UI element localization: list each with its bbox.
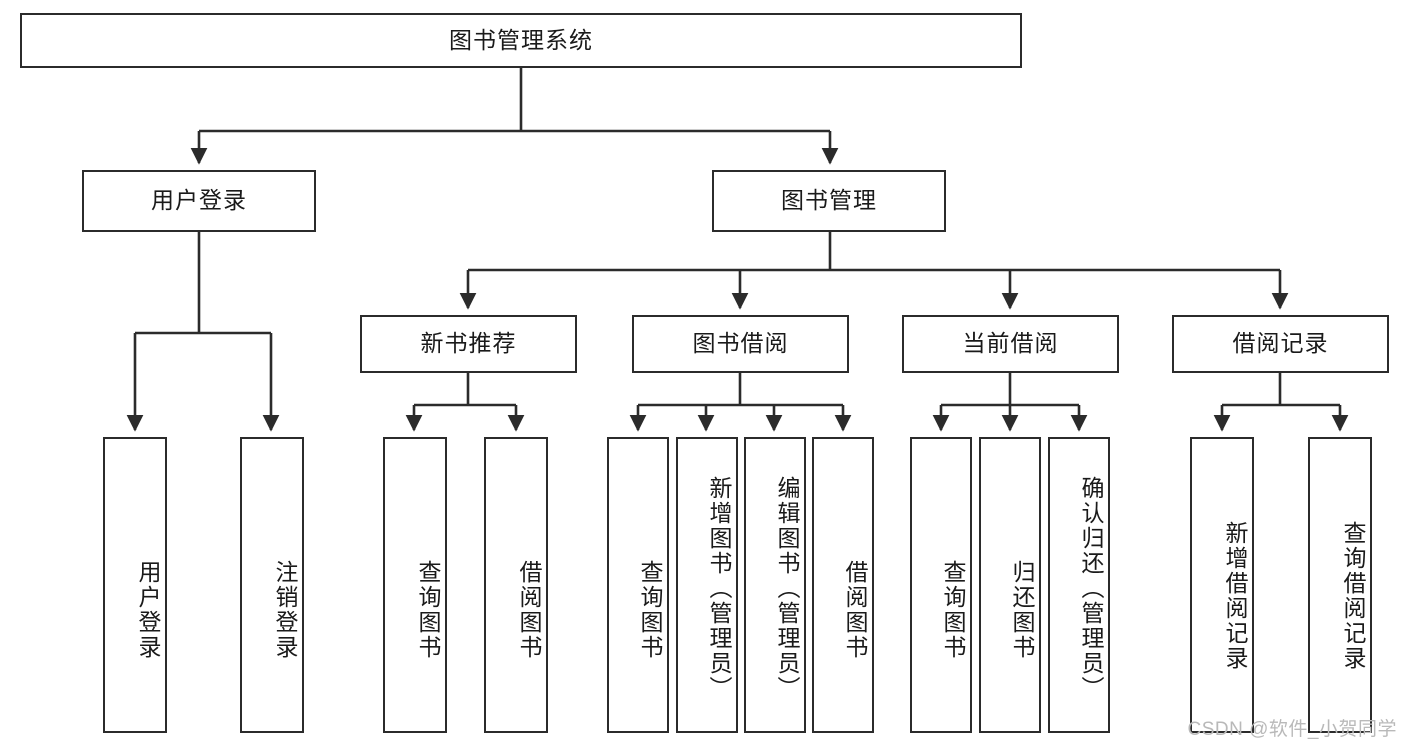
node-label: 当前借阅 xyxy=(962,330,1059,357)
node-borrow-record[interactable]: 借阅记录 xyxy=(1172,315,1389,373)
leaf-query-book-current[interactable]: 查询图书 xyxy=(910,437,972,733)
node-label: 查询图书 xyxy=(415,560,441,660)
node-label: 借阅记录 xyxy=(1232,330,1329,357)
node-label: 借阅图书 xyxy=(842,560,868,660)
leaf-edit-book-admin[interactable]: 编辑图书（管理员） xyxy=(744,437,806,733)
node-label: 查询借阅记录 xyxy=(1340,521,1366,671)
leaf-user-login[interactable]: 用户登录 xyxy=(103,437,167,733)
leaf-user-logout[interactable]: 注销登录 xyxy=(240,437,304,733)
node-label: 图书管理 xyxy=(781,187,877,214)
leaf-add-borrow-record[interactable]: 新增借阅记录 xyxy=(1190,437,1254,733)
node-label: 新增图书（管理员） xyxy=(706,475,732,701)
node-book-management[interactable]: 图书管理 xyxy=(712,170,946,232)
node-user-login[interactable]: 用户登录 xyxy=(82,170,316,232)
node-current-borrow[interactable]: 当前借阅 xyxy=(902,315,1119,373)
leaf-query-borrow-record[interactable]: 查询借阅记录 xyxy=(1308,437,1372,733)
node-label: 借阅图书 xyxy=(516,560,542,660)
node-label: 新书推荐 xyxy=(420,330,517,357)
leaf-add-book-admin[interactable]: 新增图书（管理员） xyxy=(676,437,738,733)
node-label: 用户登录 xyxy=(151,187,247,214)
node-label: 新增借阅记录 xyxy=(1222,521,1248,671)
node-label: 图书借阅 xyxy=(692,330,789,357)
node-label: 编辑图书（管理员） xyxy=(774,475,800,701)
node-book-borrow[interactable]: 图书借阅 xyxy=(632,315,849,373)
leaf-borrow-book-recommend[interactable]: 借阅图书 xyxy=(484,437,548,733)
node-label: 注销登录 xyxy=(272,560,298,660)
leaf-query-book-recommend[interactable]: 查询图书 xyxy=(383,437,447,733)
node-label: 确认归还（管理员） xyxy=(1078,475,1104,701)
leaf-borrow-book[interactable]: 借阅图书 xyxy=(812,437,874,733)
node-root-book-management-system[interactable]: 图书管理系统 xyxy=(20,13,1022,68)
leaf-query-book-borrow[interactable]: 查询图书 xyxy=(607,437,669,733)
node-label: 用户登录 xyxy=(135,560,161,660)
node-label: 查询图书 xyxy=(940,560,966,660)
csdn-watermark: CSDN @软件_小贺同学 xyxy=(1187,719,1397,740)
node-label: 归还图书 xyxy=(1009,560,1035,660)
leaf-confirm-return-admin[interactable]: 确认归还（管理员） xyxy=(1048,437,1110,733)
node-new-book-recommend[interactable]: 新书推荐 xyxy=(360,315,577,373)
node-label: 图书管理系统 xyxy=(449,26,593,53)
leaf-return-book[interactable]: 归还图书 xyxy=(979,437,1041,733)
node-label: 查询图书 xyxy=(637,560,663,660)
